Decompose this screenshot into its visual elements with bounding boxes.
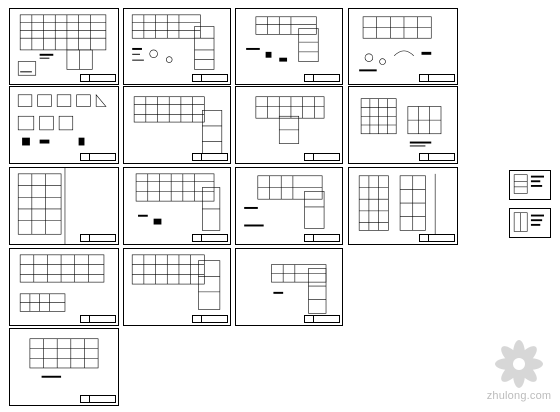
sheet-6-plan-linework xyxy=(133,96,223,156)
title-block xyxy=(304,153,340,161)
sheet-7-plan-linework xyxy=(255,96,325,144)
drawing-sheet-8[interactable] xyxy=(348,86,458,164)
title-block xyxy=(80,74,116,82)
sheet-15-plan-linework xyxy=(271,264,327,314)
zhulong-flower-logo-icon xyxy=(495,340,543,388)
drawing-sheet-3[interactable] xyxy=(235,8,343,85)
title-block xyxy=(419,234,455,242)
drawing-sheet-1[interactable] xyxy=(9,8,119,85)
drawing-sheet-5[interactable] xyxy=(9,86,119,164)
title-block xyxy=(80,234,116,242)
sheet-10-plan-linework xyxy=(135,173,221,231)
title-block xyxy=(192,74,228,82)
sheet-2-plan-linework xyxy=(131,14,215,70)
title-block xyxy=(419,153,455,161)
drawing-sheet-12[interactable] xyxy=(348,167,458,245)
drawing-sheet-7[interactable] xyxy=(235,86,343,164)
watermark: zhulong.com xyxy=(476,334,560,412)
sheet-14-plan-linework xyxy=(131,254,221,310)
sheet-4-detail-linework xyxy=(359,16,432,72)
title-block xyxy=(192,153,228,161)
sheet-9-partial-linework xyxy=(17,168,66,244)
sheet-8-grid-linework xyxy=(360,98,442,147)
title-block xyxy=(419,74,455,82)
sheet-11-plan-linework xyxy=(244,175,325,229)
drawing-sheet-2[interactable] xyxy=(123,8,231,85)
title-block xyxy=(80,395,116,403)
sheet-17-linework xyxy=(513,174,544,194)
drawing-sheet-11[interactable] xyxy=(235,167,343,245)
drawing-sheet-17[interactable] xyxy=(509,170,551,200)
drawing-sheet-13[interactable] xyxy=(9,248,119,326)
drawing-sheet-18[interactable] xyxy=(509,208,551,238)
drawing-sheet-6[interactable] xyxy=(123,86,231,164)
sheet-18-linework xyxy=(513,212,544,232)
sheet-12-grid-linework xyxy=(358,173,436,235)
watermark-text: zhulong.com xyxy=(486,390,552,402)
sheet-1-plan-linework xyxy=(17,14,107,76)
title-block xyxy=(192,234,228,242)
drawing-sheet-4[interactable] xyxy=(348,8,458,85)
title-block xyxy=(80,153,116,161)
sheet-3-plan-linework xyxy=(246,16,319,62)
drawing-sheet-10[interactable] xyxy=(123,167,231,245)
title-block xyxy=(192,315,228,323)
sheet-16-plan-linework xyxy=(29,338,99,378)
drawing-sheet-14[interactable] xyxy=(123,248,231,326)
title-block xyxy=(80,315,116,323)
sheet-5-detail-linework xyxy=(17,93,107,146)
drawing-sheet-15[interactable] xyxy=(235,248,343,326)
drawing-sheet-16[interactable] xyxy=(9,328,119,406)
title-block xyxy=(304,315,340,323)
title-block xyxy=(304,234,340,242)
title-block xyxy=(304,74,340,82)
drawing-sheet-9[interactable] xyxy=(9,167,119,245)
sheet-13-plan-linework xyxy=(19,254,105,312)
